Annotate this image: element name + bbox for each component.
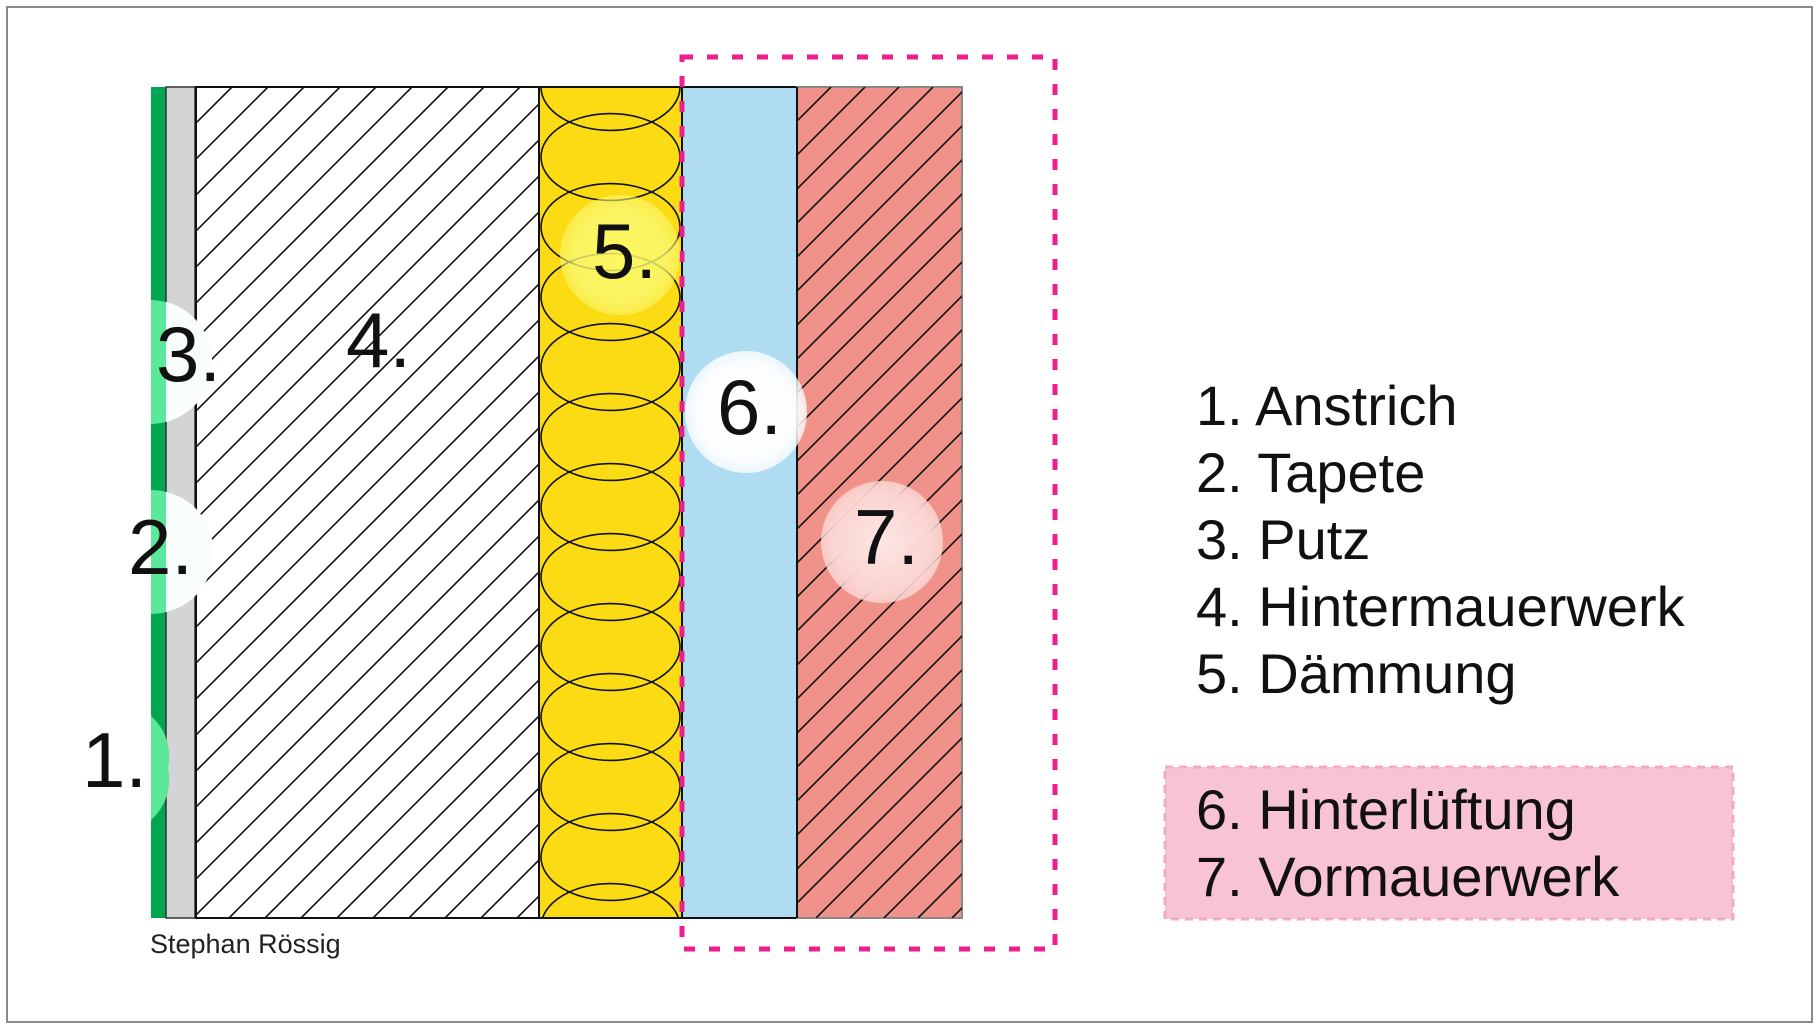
hatch-line [797, 192, 962, 361]
legend-item-2: 2. Tapete [1196, 441, 1425, 504]
label-glow-6 [685, 351, 807, 473]
legend-item-4: 4. Hintermauerwerk [1196, 575, 1686, 638]
label-glow-5 [560, 195, 680, 315]
insulation-loop [540, 602, 681, 692]
legend-item-6: 6. Hinterlüftung [1196, 778, 1576, 841]
hatch-line [196, 354, 539, 701]
frame [6, 6, 1813, 1023]
label-glow-7 [821, 481, 943, 603]
legend-highlighted: 6. Hinterlüftung 7. Vormauerwerk [1196, 778, 1620, 908]
hatch-line [196, 87, 449, 341]
label-glow-1 [151, 716, 170, 820]
hatch-line [797, 702, 962, 871]
hatch-line [196, 174, 539, 521]
label-glow-3 [151, 300, 213, 424]
legend-highlight-box [1163, 765, 1735, 921]
hatch-line [815, 770, 962, 918]
insulation-loop [540, 87, 681, 132]
hatch-line [797, 90, 962, 259]
hatch-line [797, 362, 962, 531]
author-credit: Stephan Rössig [150, 929, 341, 959]
hatch-line [196, 534, 539, 881]
hatch-line [196, 87, 341, 233]
hatch-line [336, 714, 539, 918]
label-5: 5. [592, 207, 657, 295]
legend-item-7: 7. Vormauerwerk [1196, 845, 1620, 908]
label-7: 7. [854, 493, 919, 581]
insulation-loop [540, 672, 681, 762]
layer-hinterlueftung [681, 86, 798, 919]
hatch-line [196, 462, 539, 809]
label-1: 1. [82, 716, 147, 804]
hatch-line [196, 570, 539, 917]
hatch-line [196, 426, 539, 773]
hatch-line [372, 750, 539, 918]
hatch-line [196, 138, 539, 485]
label-glow-2 [151, 490, 214, 614]
hatch-line [797, 158, 962, 327]
hatch-line [196, 87, 377, 269]
insulation-loop [541, 954, 680, 1028]
hatch-line [196, 87, 413, 305]
insulation-loop [541, 882, 680, 918]
hatch-line [196, 498, 539, 845]
masonry-hatching [196, 87, 539, 918]
hatch-line [797, 124, 962, 293]
hatch-line [196, 318, 539, 665]
hatch-line [300, 678, 539, 918]
hatch-line [797, 736, 962, 905]
hatch-line [196, 87, 485, 377]
legend: 1. Anstrich 2. Tapete 3. Putz 4. Hinterm… [1196, 374, 1686, 705]
label-6: 6. [717, 363, 782, 451]
label-2: 2. [128, 503, 193, 591]
hatch-line [196, 102, 539, 449]
hatch-line [264, 642, 539, 918]
highlight-boundary [679, 54, 1058, 952]
hatch-line [196, 246, 539, 593]
hatch-line [797, 634, 962, 803]
insulation-loop [540, 322, 681, 412]
label-3: 3. [156, 310, 221, 398]
legend-item-3: 3. Putz [1196, 508, 1370, 571]
legend-item-5: 5. Dämmung [1196, 642, 1517, 705]
hatch-line [196, 282, 539, 629]
legend-item-1: 1. Anstrich [1196, 374, 1457, 437]
hatch-line [196, 210, 539, 557]
hatch-line [797, 668, 962, 837]
label-4: 4. [346, 296, 411, 384]
hatch-line [196, 390, 539, 737]
hatch-line [228, 606, 539, 918]
hatch-line [196, 87, 521, 413]
hatch-line [797, 498, 962, 667]
